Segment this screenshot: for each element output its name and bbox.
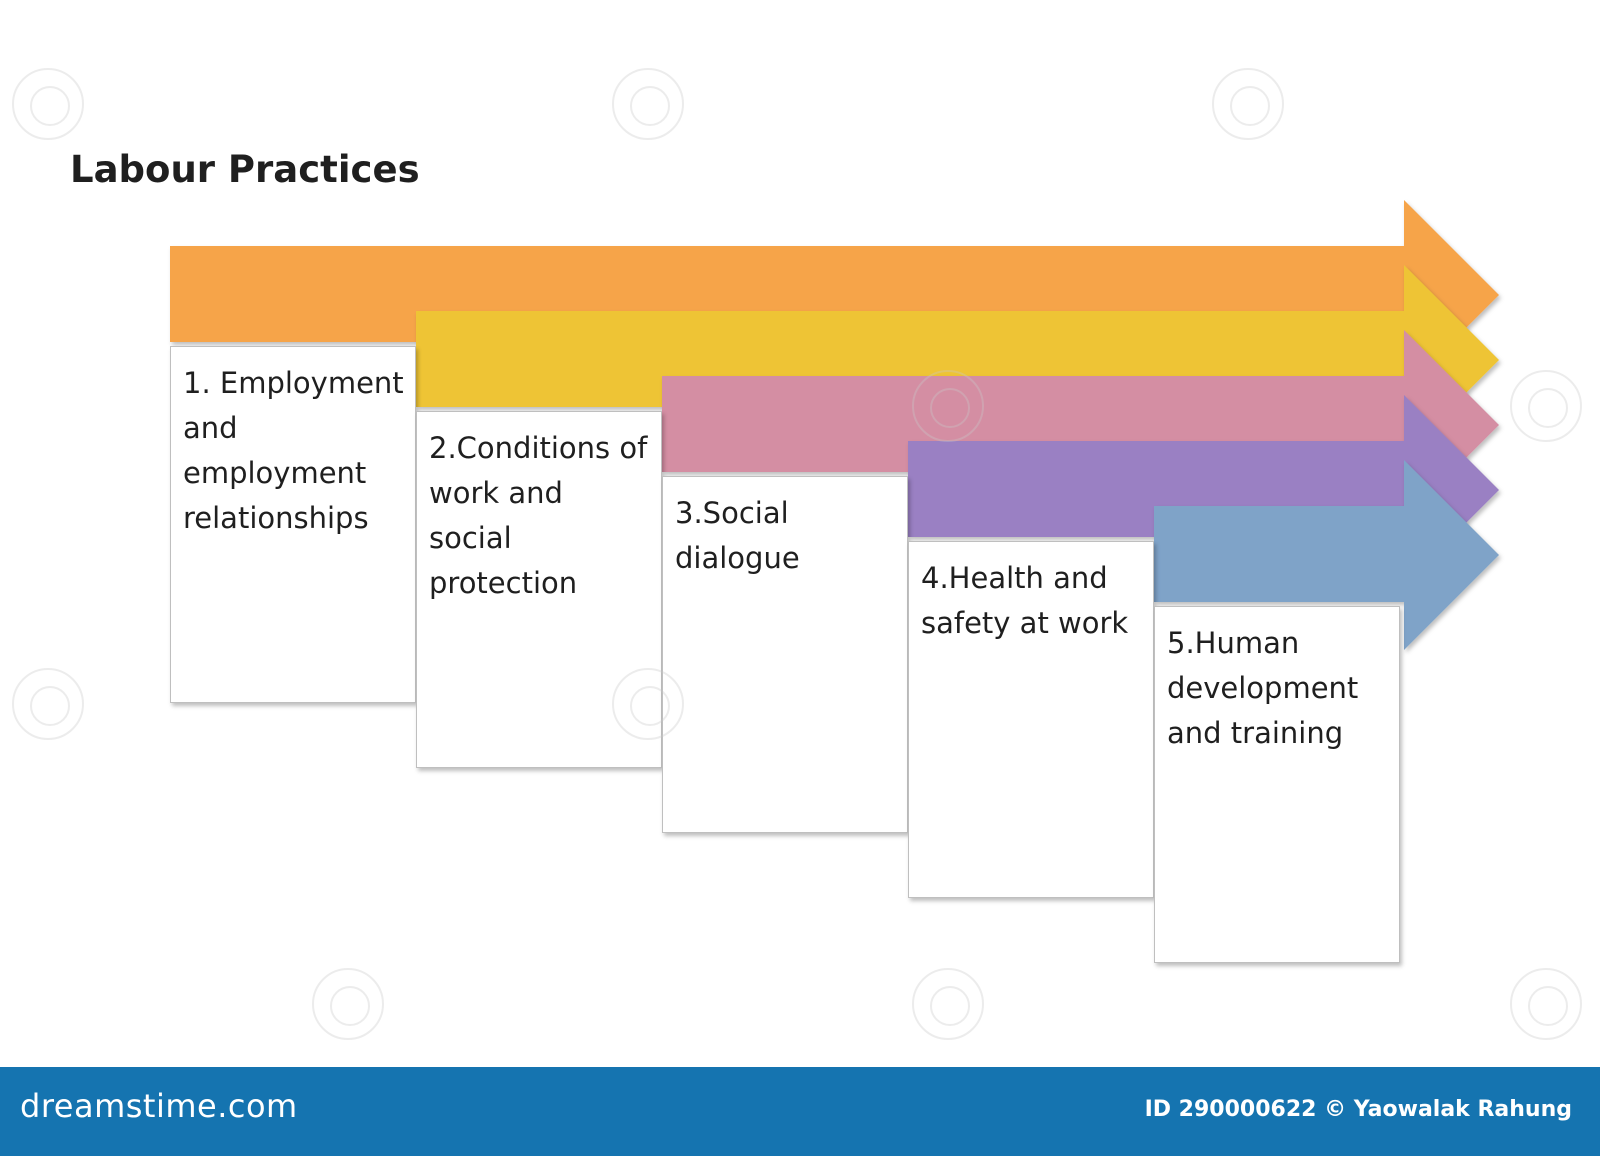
watermark-spiral-icon [12, 668, 84, 740]
footer-brand-logo[interactable]: dreamstime.com [20, 1087, 298, 1125]
footer-bar: dreamstime.com ID 290000622 © Yaowalak R… [0, 1067, 1600, 1156]
step-2-label: 2.Conditions of work and social protecti… [429, 431, 648, 600]
watermark-spiral-icon [1510, 968, 1582, 1040]
step-1-box: 1. Employment and employment relationshi… [170, 346, 416, 703]
step-5-box: 5.Human development and training [1154, 606, 1400, 963]
watermark-spiral-icon [1212, 68, 1284, 140]
page-title: Labour Practices [70, 148, 420, 191]
watermark-spiral-icon [612, 668, 684, 740]
step-1-label: 1. Employment and employment relationshi… [183, 366, 404, 535]
arrow-3 [662, 330, 1499, 520]
step-3-box: 3.Social dialogue [662, 476, 908, 833]
labour-practices-diagram: 1. Employment and employment relationshi… [12, 68, 1582, 1040]
step-2-box: 2.Conditions of work and social protecti… [416, 411, 662, 768]
watermark-spiral-icon [612, 68, 684, 140]
step-3-label: 3.Social dialogue [675, 496, 800, 575]
step-4-label: 4.Health and safety at work [921, 561, 1129, 640]
watermark-spiral-icon [312, 968, 384, 1040]
footer-credit: ID 290000622 © Yaowalak Rahung [1144, 1097, 1572, 1122]
step-5-label: 5.Human development and training [1167, 626, 1359, 750]
watermark-spiral-icon [1510, 370, 1582, 442]
arrows-layer [170, 200, 1499, 650]
arrow-5 [1154, 460, 1499, 650]
watermark-spiral-icon [912, 968, 984, 1040]
watermark-spiral-icon [12, 68, 84, 140]
arrow-2 [416, 265, 1499, 455]
arrow-1 [170, 200, 1499, 390]
arrow-4 [908, 395, 1499, 585]
watermark-spiral-icon [912, 370, 984, 442]
step-4-box: 4.Health and safety at work [908, 541, 1154, 898]
